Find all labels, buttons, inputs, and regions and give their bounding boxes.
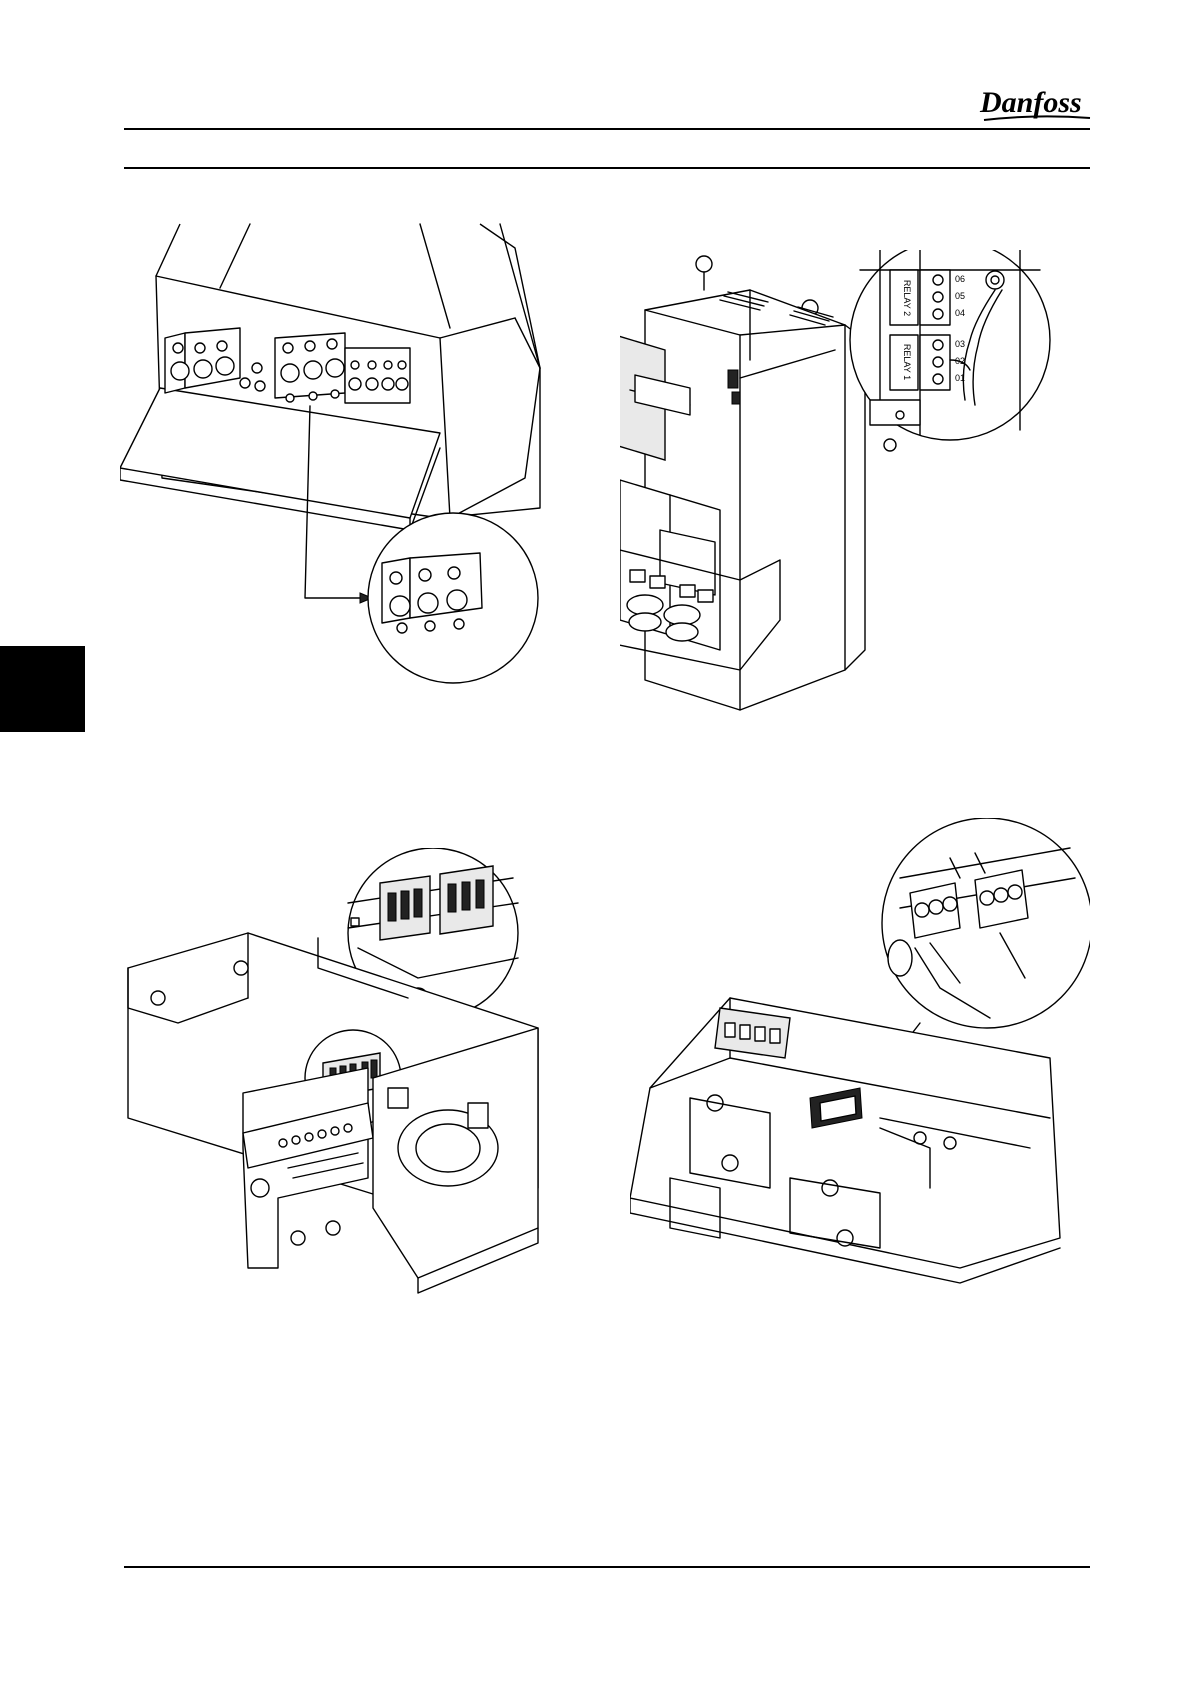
terminal-03: 03	[955, 339, 965, 349]
terminal-block-illustration	[118, 848, 598, 1308]
header-rule-top	[124, 128, 1090, 130]
relay-terminal-illustration: RELAY 2 06 05 04 RELAY 1 03 02 01	[620, 250, 1090, 730]
figure-relay-plugs	[630, 818, 1090, 1318]
brand-name: Danfoss	[979, 86, 1082, 119]
relay2-label: RELAY 2	[902, 280, 912, 316]
header-rule-bottom	[124, 167, 1090, 169]
relay1-label: RELAY 1	[902, 344, 912, 380]
terminal-06: 06	[955, 274, 965, 284]
danfoss-logo: Danfoss	[976, 76, 1096, 126]
terminal-04: 04	[955, 308, 965, 318]
figure-relay-terminals: RELAY 2 06 05 04 RELAY 1 03 02 01	[620, 250, 1090, 730]
terminal-05: 05	[955, 291, 965, 301]
terminal-block-illustration	[120, 218, 570, 728]
chapter-tab	[0, 646, 85, 732]
footer-rule	[124, 1566, 1090, 1568]
relay-plug-illustration	[630, 818, 1090, 1318]
figure-mains-terminals	[120, 218, 570, 728]
figure-terminal-block-opened	[118, 848, 598, 1308]
